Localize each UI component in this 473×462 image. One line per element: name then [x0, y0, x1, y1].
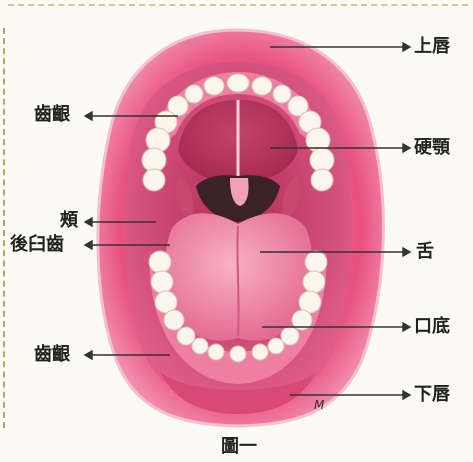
- arrow-tongue: [403, 248, 410, 256]
- arrow-mouth-floor: [403, 323, 410, 331]
- label-gum-upper: 齒齦: [34, 106, 70, 124]
- label-gum-lower: 齒齦: [34, 346, 70, 364]
- arrow-gum-upper: [85, 112, 92, 120]
- arrow-lower-lip: [403, 391, 410, 399]
- label-tongue: 舌: [416, 243, 434, 261]
- arrow-gum-lower: [85, 351, 92, 359]
- figure-caption: 圖一: [221, 432, 257, 458]
- label-mouth-floor: 口底: [414, 318, 450, 336]
- label-hard-palate: 硬顎: [414, 139, 450, 157]
- artist-signature: M: [314, 398, 324, 412]
- label-upper-lip: 上唇: [414, 38, 450, 56]
- label-cheek: 頰: [60, 212, 78, 230]
- arrow-cheek: [85, 218, 92, 226]
- arrow-upper-lip: [403, 43, 410, 51]
- arrow-hard-palate: [403, 144, 410, 152]
- arrow-molar: [85, 241, 92, 249]
- label-molar: 後臼齒: [10, 236, 64, 254]
- label-lower-lip: 下唇: [414, 386, 450, 404]
- tongue-groove: [237, 226, 238, 336]
